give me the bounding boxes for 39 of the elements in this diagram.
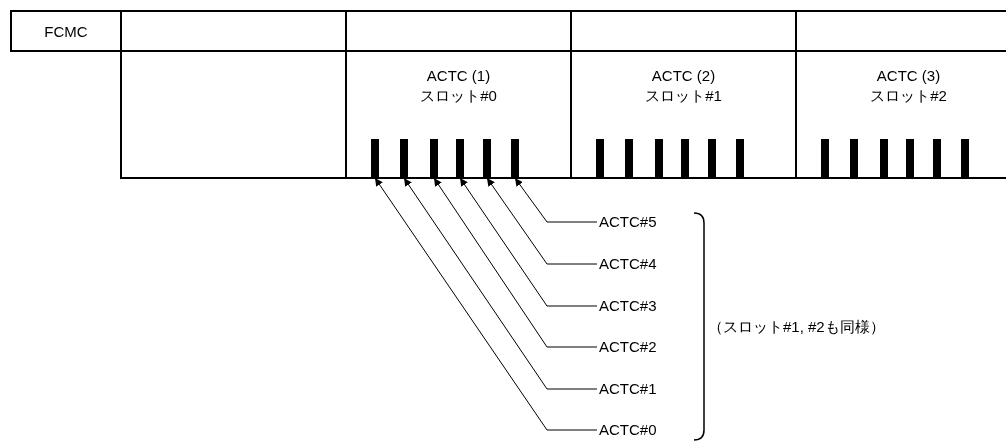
connector-pin (933, 139, 941, 177)
pin-label: ACTC#1 (599, 380, 657, 398)
connector-pin (430, 139, 438, 177)
slot-label: ACTC (2) (651, 66, 716, 86)
pin-label: ACTC#2 (599, 338, 657, 356)
connector-pin (850, 139, 858, 177)
connector-pin (961, 139, 969, 177)
pin-label: ACTC#4 (599, 255, 657, 273)
connector-pin (821, 139, 829, 177)
leader-arrow (403, 177, 598, 390)
slot-label: スロット#2 (870, 86, 947, 106)
leader-arrow (374, 177, 598, 431)
leader-arrow (514, 177, 598, 223)
pin-label: ACTC#0 (599, 421, 657, 439)
connector-pin (400, 139, 408, 177)
leader-arrow (433, 177, 598, 348)
connector-pin (371, 139, 379, 177)
slot-label: ACTC (1) (426, 66, 491, 86)
note-text: （スロット#1, #2も同様） (708, 318, 885, 336)
connector-pin (625, 139, 633, 177)
connector-pin (483, 139, 491, 177)
slot-label: ACTC (3) (876, 66, 941, 86)
connector-pin (511, 139, 519, 177)
connector-pin (906, 139, 914, 177)
pin-label: ACTC#3 (599, 297, 657, 315)
slot-label: スロット#1 (645, 86, 722, 106)
connector-pin (736, 139, 744, 177)
connector-pin (880, 139, 888, 177)
slot-label: スロット#0 (420, 86, 497, 106)
connector-pin (708, 139, 716, 177)
connector-pin (681, 139, 689, 177)
leader-arrow (486, 177, 598, 265)
table-cell (120, 50, 347, 179)
leader-arrow (459, 177, 598, 307)
connector-pin (596, 139, 604, 177)
connector-pin (655, 139, 663, 177)
header-cell: FCMC (10, 10, 122, 52)
pin-label: ACTC#5 (599, 213, 657, 231)
connector-pin (456, 139, 464, 177)
